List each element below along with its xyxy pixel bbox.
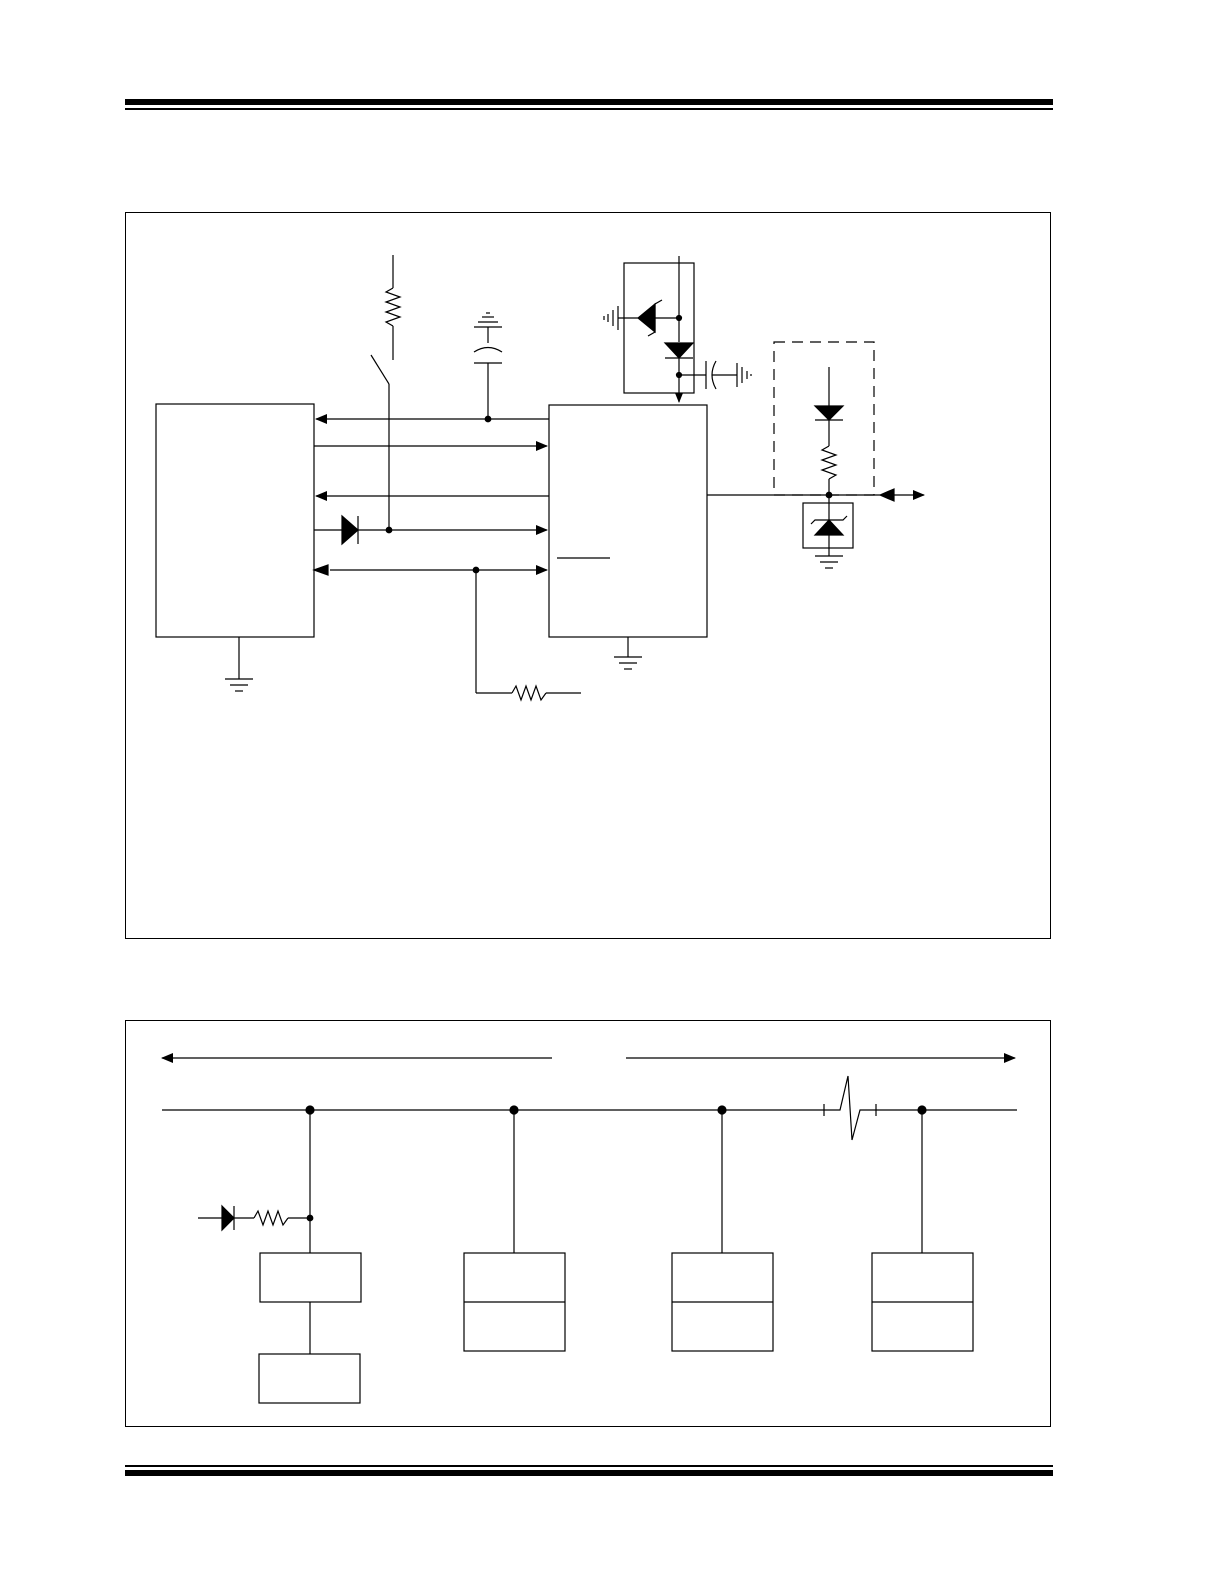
right-ic-ground-symbol [614, 637, 642, 670]
diode-symbol [341, 514, 359, 546]
master-controller-block [258, 1353, 361, 1404]
zener-diode-symbol [603, 299, 679, 337]
master-node-block [259, 1252, 362, 1303]
capacitor-symbol [679, 360, 752, 390]
regulator-box [623, 262, 695, 394]
pull-up-resistor [384, 255, 402, 360]
right-ic-block [548, 404, 708, 638]
figure-application-circuit-frame [125, 212, 1051, 939]
resistor-symbol [253, 1209, 289, 1227]
diode-symbol [813, 405, 845, 421]
footer-rule-thick [125, 1470, 1053, 1476]
header-rule-thin [125, 108, 1053, 110]
figure-bus-topology-frame [125, 1020, 1051, 1427]
header-rule-thick [125, 99, 1053, 105]
tvs-ground-symbol [815, 555, 843, 569]
diode-symbol [663, 342, 695, 359]
tvs-protection-box [802, 502, 854, 549]
capacitor-symbol [473, 312, 503, 364]
optional-circuit-dashed-box [773, 341, 875, 496]
left-ic-ground-symbol [225, 637, 253, 692]
tvs-diode-symbol [810, 515, 848, 536]
diode-symbol [221, 1204, 235, 1232]
footer-rule-thin [125, 1465, 1053, 1467]
resistor-symbol [820, 445, 838, 480]
junction-dot [385, 526, 393, 534]
bus-break-symbol [823, 1075, 877, 1141]
left-ic-block [155, 403, 315, 638]
switch-lever [370, 354, 390, 385]
resistor-symbol [511, 684, 547, 702]
